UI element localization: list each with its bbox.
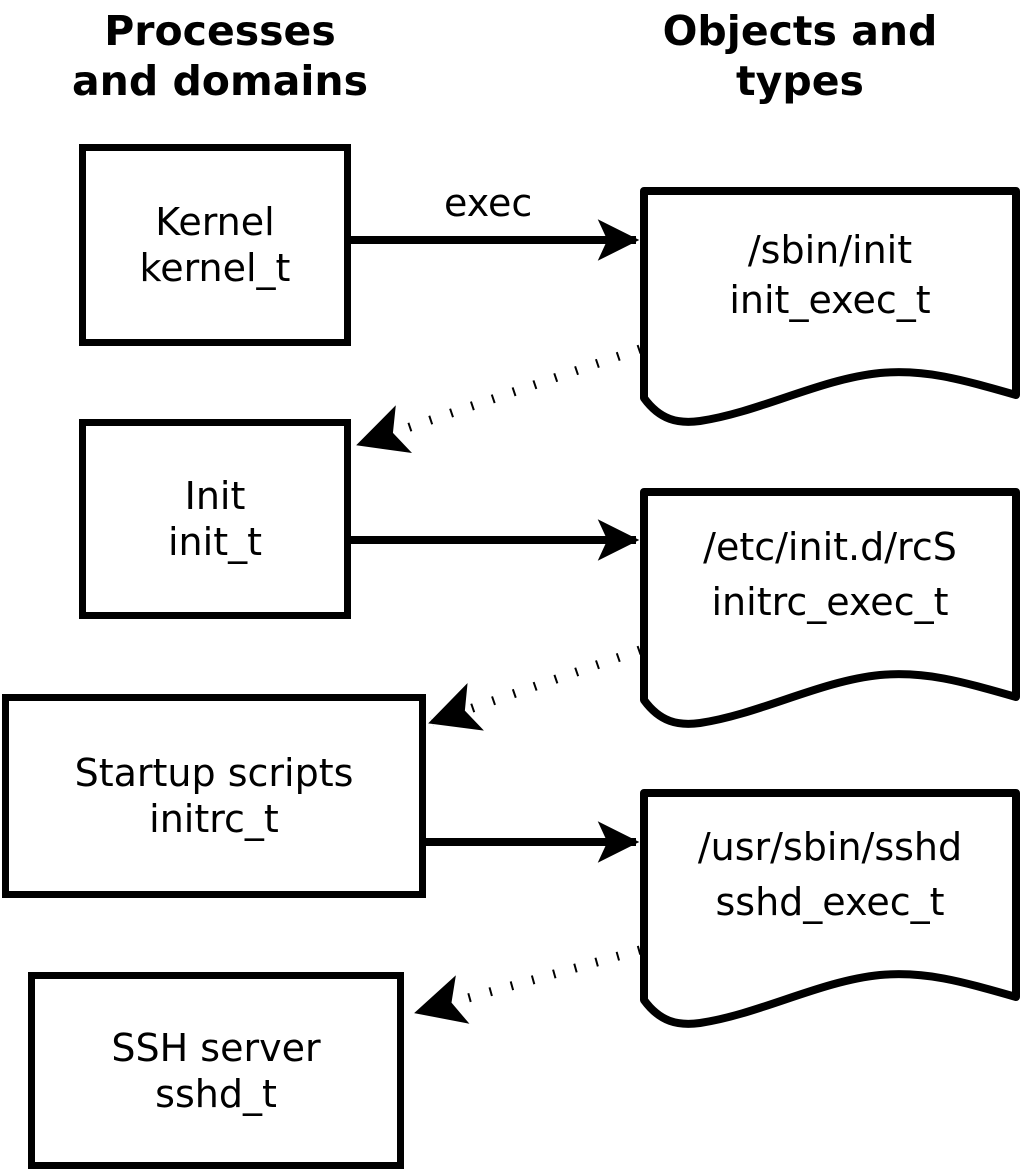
process-box-kernel[interactable]: Kernel kernel_t [79,144,351,346]
process-box-startup-scripts[interactable]: Startup scripts initrc_t [2,694,426,898]
document-shape-initrc-exec [640,488,1020,728]
process-box-ssh-server-type: sshd_t [155,1071,277,1116]
process-box-kernel-title: Kernel [155,200,275,244]
process-box-init[interactable]: Init init_t [79,419,351,619]
document-label-init-exec-type: init_exec_t [729,278,931,322]
document-label-sshd-exec-type: sshd_exec_t [715,880,945,924]
process-box-kernel-type: kernel_t [139,246,291,290]
arrow-sshd-exec-to-ssh-server [414,945,642,1024]
edge-label-exec: exec [444,181,533,225]
arrow-initrc-exec-to-startup-scripts [428,645,642,731]
column-header-processes-and-domains: Processes and domains [71,7,369,105]
document-label-initrc-exec-path: /etc/init.d/rcS [703,525,957,569]
process-box-init-type: init_t [168,520,262,564]
document-label-initrc-exec-type: initrc_exec_t [711,580,949,624]
process-box-startup-scripts-title: Startup scripts [74,751,354,795]
process-box-startup-scripts-type: initrc_t [149,797,279,841]
process-box-init-title: Init [184,474,246,518]
column-header-objects-and-types: Objects and types [662,7,938,105]
process-box-ssh-server[interactable]: SSH server sshd_t [28,972,404,1169]
process-box-ssh-server-title: SSH server [111,1025,321,1070]
document-label-sshd-exec-path: /usr/sbin/sshd [697,825,963,869]
document-shape-sshd-exec [640,789,1020,1028]
document-label-init-exec-path: /sbin/init [747,228,913,272]
arrow-init-exec-to-init [356,344,642,453]
document-shape-init-exec [640,187,1020,426]
